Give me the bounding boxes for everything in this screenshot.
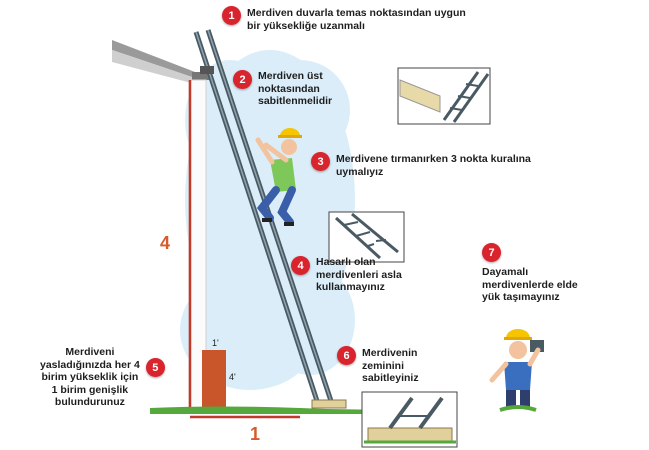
ratio-top-label: 1' — [212, 338, 219, 348]
step-text: Merdiveni yasladığınızda her 4 birim yük… — [40, 346, 140, 408]
step-text: Merdiven duvarla temas noktasından uygun… — [247, 7, 466, 32]
step-5: 5 Merdiveni yasladığınızda her 4 birim y… — [40, 346, 165, 409]
tied-ladder-top-icon — [397, 67, 491, 125]
step-4: 4 Hasarlı olan merdivenleri asla kullanm… — [291, 256, 402, 294]
worker-carrying-load-icon — [489, 329, 544, 412]
step-7: 7 Dayamalı merdivenlerde elde yük taşıma… — [482, 243, 578, 304]
step-3: 3 Merdivene tırmanırken 3 nokta kuralına… — [311, 152, 531, 178]
step-text: Dayamalı merdivenlerde elde yük taşımayı… — [482, 266, 578, 303]
step-6: 6 Merdivenin zeminini sabitleyiniz — [337, 346, 419, 385]
step-2: 2 Merdiven üst noktasından sabitlenmelid… — [233, 70, 332, 108]
height-label: 4 — [160, 233, 171, 253]
step-badge: 5 — [145, 358, 165, 377]
step-badge: 6 — [337, 346, 356, 365]
ladder-foot-block — [311, 399, 347, 409]
step-text: Merdivenin zeminini sabitleyiniz — [362, 347, 419, 384]
ladder-foot-base-icon — [361, 391, 458, 448]
step-badge: 1 — [222, 6, 241, 25]
step-badge: 7 — [482, 243, 501, 262]
base-label: 1 — [250, 424, 261, 444]
ground — [150, 406, 420, 414]
ratio-block — [202, 350, 226, 408]
step-badge: 4 — [291, 256, 310, 275]
step-1: 1 Merdiven duvarla temas noktasından uyg… — [222, 6, 466, 32]
step-text: Hasarlı olan merdivenleri asla kullanmay… — [316, 256, 402, 293]
house-roof — [112, 40, 212, 84]
ratio-side-label: 4' — [229, 372, 236, 382]
step-badge: 2 — [233, 70, 252, 89]
damaged-ladder-icon — [328, 211, 405, 263]
step-text: Merdiven üst noktasından sabitlenmelidir — [258, 70, 333, 107]
step-text: Merdivene tırmanırken 3 nokta kuralına u… — [336, 153, 531, 178]
worker-on-ladder-icon — [255, 128, 302, 226]
step-badge: 3 — [311, 152, 330, 171]
top-tie — [200, 66, 214, 74]
